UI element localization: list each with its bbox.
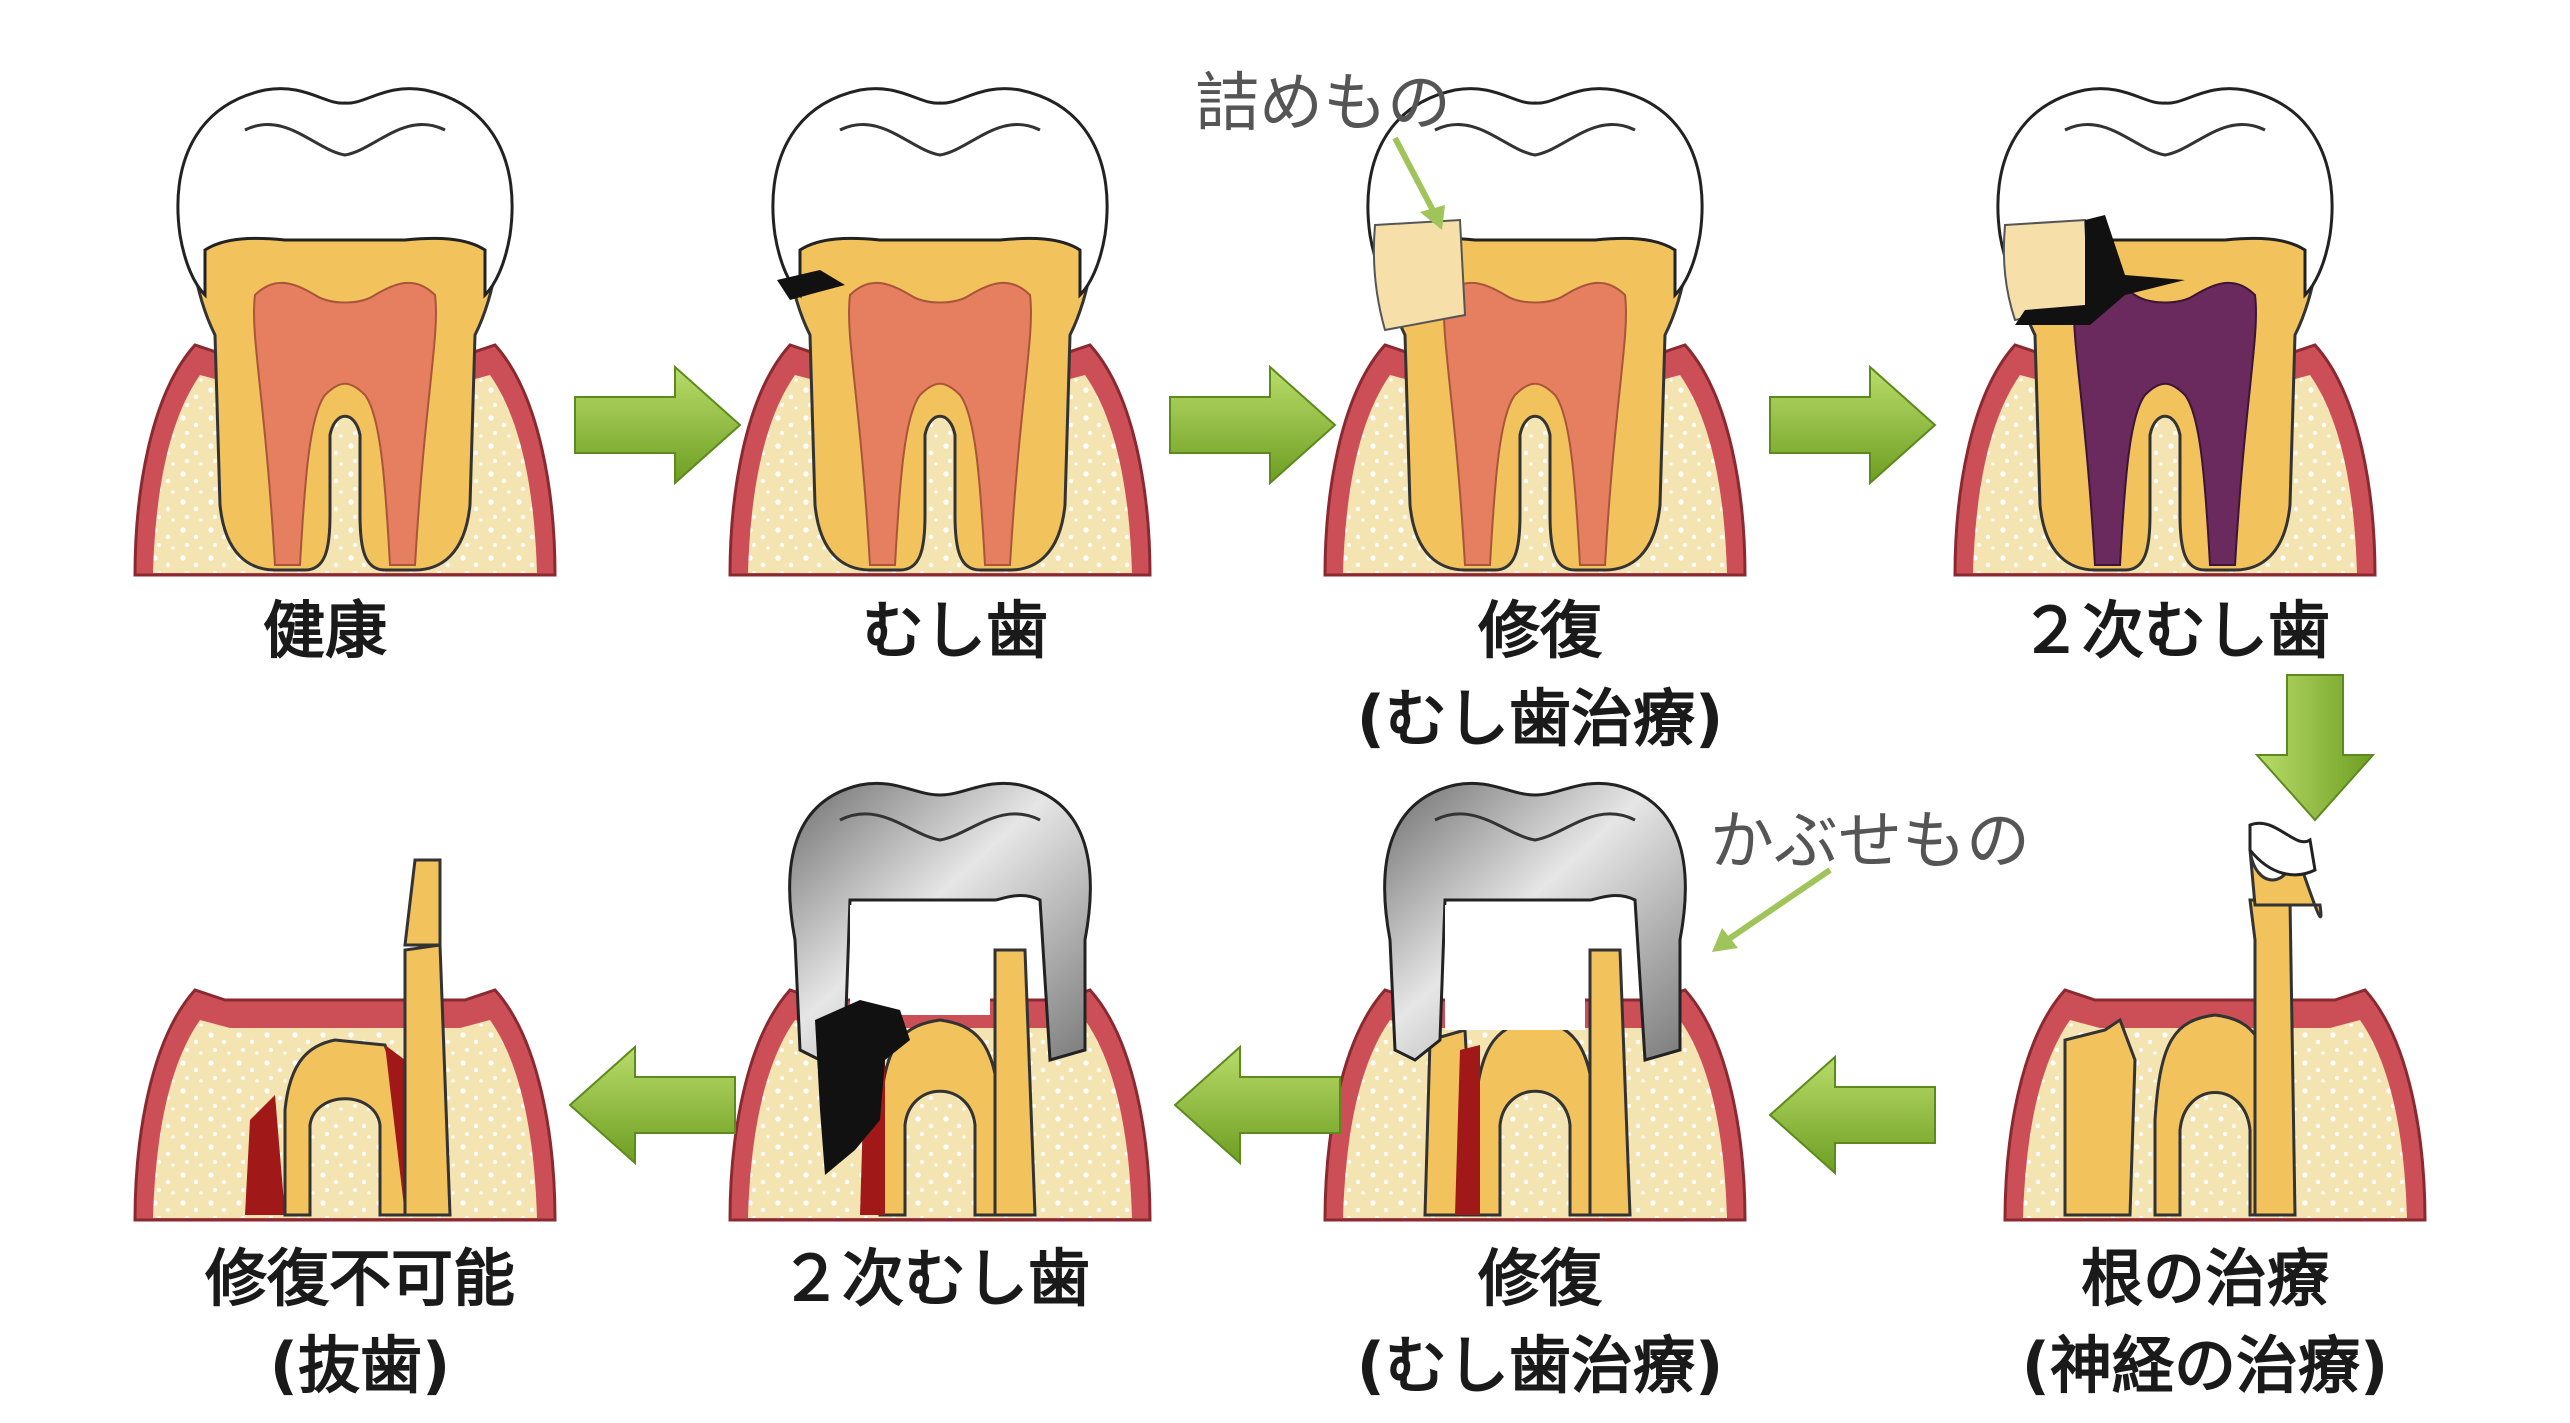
stage-label-secondary-cavity-1: ２次むし歯 bbox=[2019, 594, 2331, 667]
stage-label-healthy: 健康 bbox=[262, 594, 388, 667]
decay-spot bbox=[815, 1000, 910, 1175]
arrow-right-2 bbox=[1169, 364, 1337, 486]
tooth-cavity bbox=[728, 87, 1152, 577]
stage-sublabel-irreparable: (抜歯) bbox=[269, 1329, 451, 1402]
stage-label-root-treatment: 根の治療 bbox=[2080, 1242, 2330, 1315]
crown-callout-arrow bbox=[1712, 867, 1832, 952]
stage-sublabel-root-treatment: (神経の治療) bbox=[2021, 1329, 2389, 1402]
stage-sublabel-repair-crown: (むし歯治療) bbox=[1356, 1329, 1724, 1402]
tooth-healthy bbox=[133, 87, 557, 577]
tooth-secondary-cavity-1 bbox=[1953, 87, 2377, 577]
stage-label-cavity: むし歯 bbox=[861, 594, 1049, 667]
arrow-left-2 bbox=[1173, 1044, 1341, 1166]
arrow-left-1 bbox=[1768, 1054, 1936, 1176]
stage-label-irreparable: 修復不可能 bbox=[204, 1242, 516, 1315]
arrow-down bbox=[2254, 674, 2376, 822]
decay-spot bbox=[777, 270, 845, 300]
arrow-right-1 bbox=[574, 364, 742, 486]
stage-sublabel-repair-filling: (むし歯治療) bbox=[1356, 682, 1724, 755]
infected-pulp bbox=[2073, 281, 2257, 566]
tooth-root-treatment bbox=[2003, 821, 2427, 1222]
filling-inlay bbox=[1372, 218, 1467, 332]
filling-callout-arrow bbox=[1392, 136, 1445, 230]
stage-label-repair-crown: 修復 bbox=[1477, 1242, 1603, 1315]
arrow-right-3 bbox=[1769, 364, 1937, 486]
decay-spot bbox=[2015, 215, 2185, 325]
filling-callout-label: 詰めもの bbox=[1195, 67, 1451, 141]
stage-label-repair-filling: 修復 bbox=[1477, 594, 1603, 667]
inflamed-gum bbox=[1455, 1045, 1480, 1215]
tooth-crown-repair bbox=[1323, 781, 1747, 1222]
crown-callout-label: かぶせもの bbox=[1710, 805, 2030, 879]
tooth-irreparable bbox=[133, 858, 557, 1222]
metal-crown bbox=[1383, 781, 1687, 1062]
stage-label-secondary-cavity-2: ２次むし歯 bbox=[779, 1242, 1091, 1315]
arrow-left-3 bbox=[568, 1044, 736, 1166]
tooth-filling-repair bbox=[1323, 87, 1747, 577]
tooth-secondary-cavity-2 bbox=[728, 781, 1152, 1222]
